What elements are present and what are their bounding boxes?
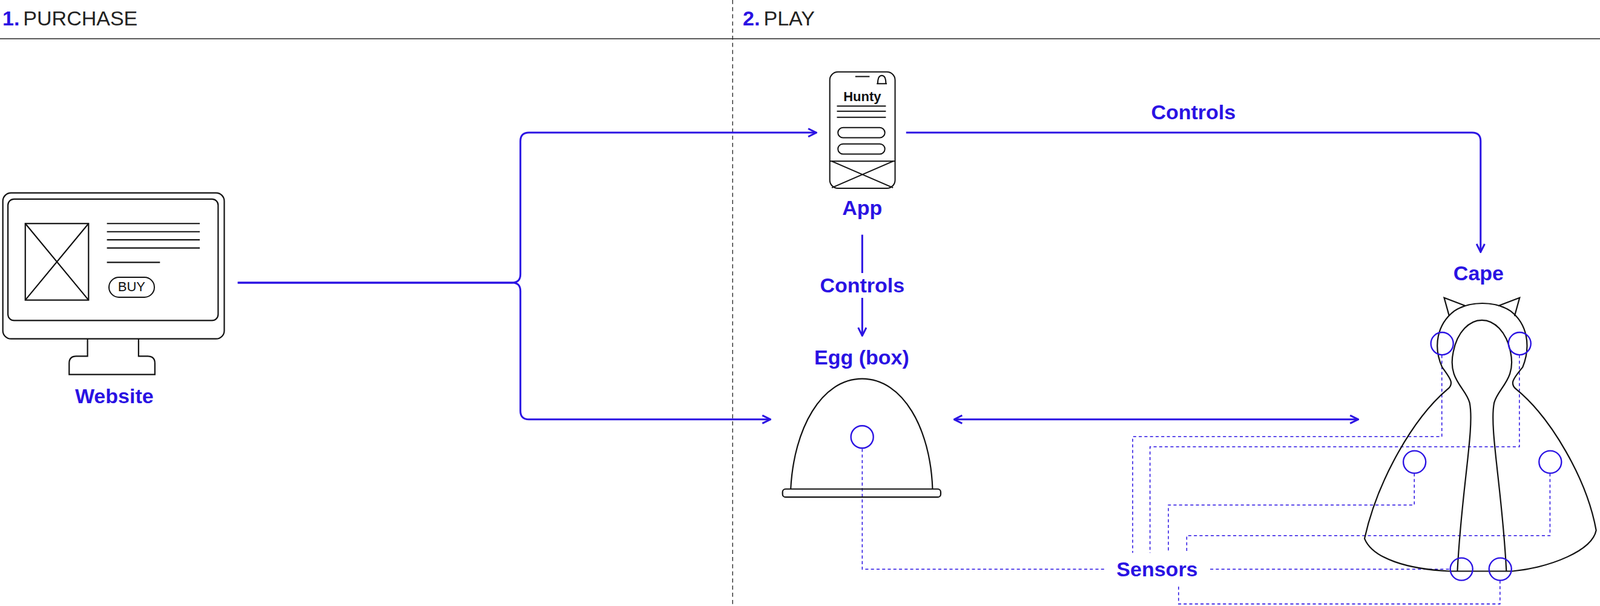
egg-base	[782, 488, 941, 497]
connector	[237, 132, 817, 283]
sensors-label: Sensors	[1111, 558, 1203, 581]
sensor-leader	[862, 448, 1107, 570]
image-cross	[831, 161, 893, 188]
image-cross	[25, 223, 89, 300]
app-title: Hunty	[843, 88, 881, 105]
sensor-circle	[1507, 332, 1531, 355]
phone-button	[837, 127, 886, 139]
sensor-leader	[1150, 354, 1520, 553]
sensor-leader	[1210, 569, 1450, 571]
sensor-leader	[1186, 473, 1550, 553]
image-placeholder	[25, 223, 89, 300]
sensor-circle	[851, 425, 874, 448]
egg-box-drawing	[781, 377, 942, 499]
edge-label: Controls	[814, 273, 910, 298]
section-heading: PLAY	[763, 7, 815, 30]
cape-outline	[1364, 303, 1597, 571]
sensor-leaders	[862, 354, 1550, 604]
phone-speaker	[855, 75, 870, 77]
node-label: Website	[75, 383, 154, 409]
monitor-screen	[7, 199, 218, 321]
section-divider	[732, 0, 734, 606]
phone-frame	[829, 72, 895, 189]
node-label: Egg (box)	[814, 345, 910, 370]
monitor-stand	[69, 339, 156, 375]
egg-box: Egg (box)	[781, 377, 942, 499]
connector	[954, 418, 1358, 421]
buy-button: BUY	[108, 276, 156, 298]
sensor-circle	[1538, 451, 1562, 474]
sensor-leader	[1168, 473, 1415, 553]
egg-dome	[790, 378, 933, 489]
text-lines	[107, 223, 200, 263]
cape-drawing	[1361, 293, 1597, 582]
sensor-leader	[1132, 354, 1442, 553]
monitor-frame	[3, 193, 225, 340]
button-text: BUY	[118, 279, 146, 295]
connector	[906, 132, 1481, 252]
website-monitor: WebsiteBUY	[1, 191, 227, 376]
sensor-leader	[1178, 580, 1501, 605]
sensor-circle	[1403, 451, 1426, 474]
image-divider	[829, 160, 895, 162]
header-rule	[0, 38, 1600, 39]
sensor-circle	[1430, 332, 1453, 355]
section-heading: PURCHASE	[23, 7, 138, 30]
node-label: Cape	[1453, 260, 1504, 286]
app-phone: HuntyApp	[828, 71, 896, 191]
bell-icon	[876, 75, 887, 84]
edge-label: Controls	[1150, 99, 1236, 125]
connector	[237, 282, 771, 420]
text-lines	[836, 105, 886, 118]
sensor-circle	[1488, 558, 1512, 581]
section-number: 2.	[742, 7, 760, 30]
phone-button	[837, 144, 886, 155]
sensor-circle	[1449, 558, 1473, 581]
node-label: App	[842, 195, 883, 221]
section-number: 1.	[2, 7, 20, 30]
cape-front	[1451, 320, 1512, 572]
cape: Cape	[1361, 293, 1597, 582]
